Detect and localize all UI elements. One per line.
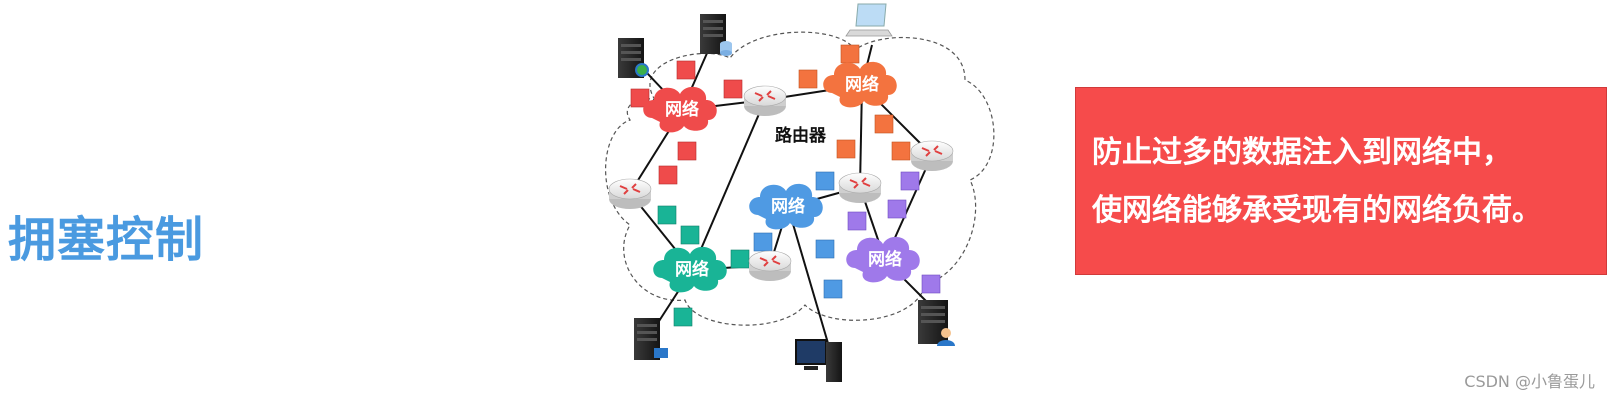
network-label: 网络 — [868, 249, 902, 270]
router-center — [838, 172, 882, 203]
laptop-icon — [845, 3, 893, 37]
definition-callout: 防止过多的数据注入到网络中， 使网络能够承受现有的网络负荷。 — [1075, 87, 1607, 275]
desktop-computer-icon — [795, 339, 842, 382]
server-icon — [634, 318, 668, 360]
callout-line-1: 防止过多的数据注入到网络中， — [1092, 135, 1512, 170]
congestion-network-diagram: 网络 网络 网络 网络 网络 路由器 — [605, 3, 995, 382]
page-title: 拥塞控制 — [8, 212, 205, 268]
server-icon — [700, 14, 732, 56]
network-label: 网络 — [771, 196, 805, 217]
router-bottom — [748, 250, 792, 281]
cloud-outline — [605, 31, 995, 326]
router-label: 路由器 — [775, 125, 827, 146]
packets-red — [630, 60, 743, 185]
server-user-icon — [918, 300, 955, 346]
packets-blue — [753, 171, 843, 299]
packets-green — [657, 205, 750, 327]
network-cloud-green: 网络 — [653, 246, 727, 293]
network-cloud-blue: 网络 — [749, 183, 823, 230]
network-label: 网络 — [845, 74, 879, 95]
packets-purple — [847, 171, 941, 294]
watermark: CSDN @小鲁蛋儿 — [1464, 372, 1595, 391]
network-label: 网络 — [665, 99, 699, 120]
network-cloud-purple: 网络 — [846, 236, 920, 283]
router-left — [608, 178, 652, 209]
network-cloud-red: 网络 — [643, 86, 717, 133]
packets-orange — [798, 44, 911, 161]
network-cloud-orange: 网络 — [823, 61, 897, 108]
server-icon — [618, 38, 649, 78]
network-label: 网络 — [675, 259, 709, 280]
router-top — [743, 85, 787, 116]
router-right — [910, 140, 954, 171]
callout-line-2: 使网络能够承受现有的网络负荷。 — [1092, 193, 1542, 228]
